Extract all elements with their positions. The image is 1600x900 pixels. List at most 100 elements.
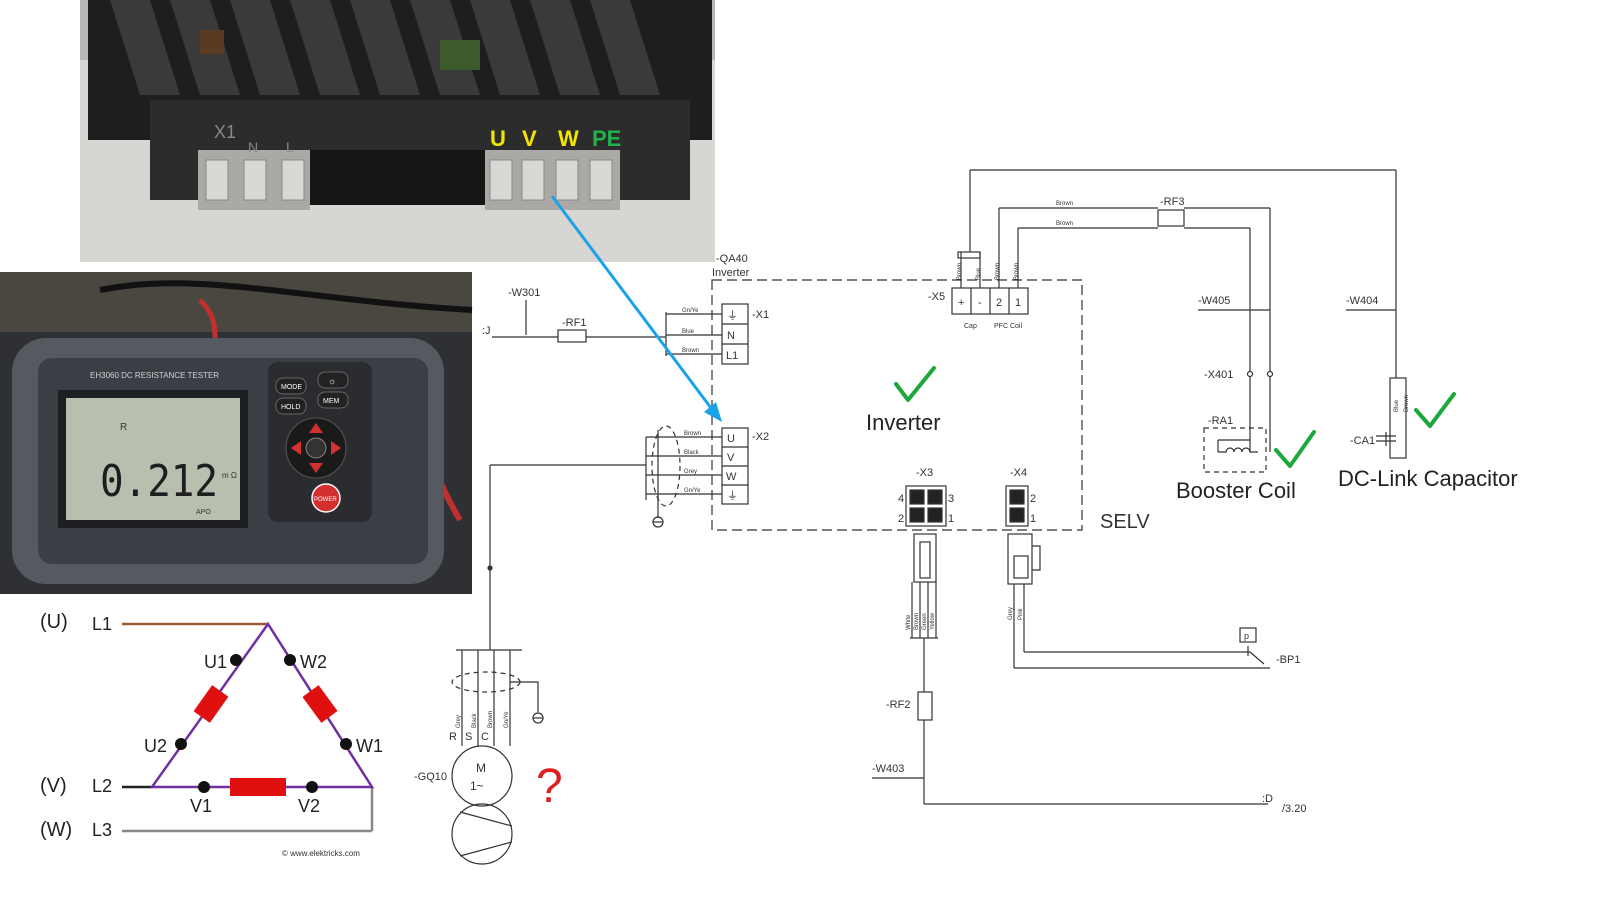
rf2-ferrite bbox=[917, 691, 933, 721]
ca1-body bbox=[1389, 377, 1407, 459]
node-u2-label: U2 bbox=[144, 736, 167, 756]
bp1-label: -BP1 bbox=[1276, 654, 1300, 666]
compressor-symbol bbox=[451, 803, 513, 865]
bp1-pressure-box bbox=[1239, 627, 1257, 643]
meter-mode-key[interactable]: MODE bbox=[275, 377, 307, 395]
x5-wire-brown2: Brown bbox=[995, 263, 1001, 280]
x5-sub-pfc: PFC Coil bbox=[994, 323, 1022, 330]
inverter-annotation: Inverter bbox=[866, 410, 941, 435]
x1-connector bbox=[721, 303, 749, 365]
x1-pin-pe: ⏚ bbox=[727, 309, 738, 322]
motor-m: M bbox=[476, 761, 486, 775]
x3-pin-4: 4 bbox=[898, 493, 904, 505]
phase-label-v: V bbox=[522, 126, 537, 151]
meter-lcd bbox=[66, 398, 240, 520]
coil-w bbox=[302, 685, 338, 723]
x2-wire-black: Black bbox=[684, 450, 700, 456]
ra1-label: -RA1 bbox=[1208, 415, 1233, 427]
node-w2-label: W2 bbox=[300, 652, 327, 672]
motor-1phase: 1~ bbox=[470, 779, 484, 793]
meter-photo: EH3060 DC RESISTANCE TESTER R 0.212 m Ω … bbox=[0, 272, 473, 594]
x3-wire-white: White bbox=[906, 614, 912, 630]
motor-wire-black: Black bbox=[472, 712, 478, 728]
x5-label: -X5 bbox=[928, 291, 945, 303]
x2-pin-u: U bbox=[727, 433, 735, 445]
rf1-ferrite bbox=[557, 329, 587, 343]
motor-question-mark: ? bbox=[536, 760, 563, 813]
delta-phase-w: (W) bbox=[40, 819, 72, 841]
rf3-wire-1: Brown bbox=[1056, 201, 1073, 207]
x5-wire-blue: Blue bbox=[976, 267, 982, 280]
node-w2 bbox=[284, 654, 296, 666]
schematic: -QA40 Inverter -W301 :J -RF1 Gn/Ye Blue … bbox=[414, 169, 1410, 865]
dclink-annotation: DC-Link Capacitor bbox=[1338, 466, 1518, 491]
meter-hold-key[interactable]: HOLD bbox=[275, 397, 307, 415]
motor-pin-r: R bbox=[449, 731, 457, 743]
phase-label-u: U bbox=[490, 126, 506, 151]
x2-pin-w: W bbox=[726, 471, 737, 483]
rf3-wire-2: Brown bbox=[1056, 221, 1073, 227]
ra1-coil-symbol bbox=[1218, 447, 1258, 453]
meter-direction-pad[interactable] bbox=[285, 417, 347, 479]
motor-wire-brown: Brown bbox=[488, 711, 494, 728]
x4-pin-1: 1 bbox=[1030, 513, 1036, 525]
l-photo-label: L bbox=[286, 139, 294, 155]
x1-wire-brown: Brown bbox=[682, 348, 699, 354]
node-u1 bbox=[230, 654, 242, 666]
inverter-title-2: Inverter bbox=[712, 267, 750, 279]
x2-wire-brown: Brown bbox=[684, 431, 701, 437]
selv-label: SELV bbox=[1100, 511, 1150, 533]
meter-mode-key-label: MODE bbox=[281, 384, 302, 391]
x2-label: -X2 bbox=[752, 431, 769, 443]
node-v1 bbox=[198, 781, 210, 793]
meter-model: EH3060 DC RESISTANCE TESTER bbox=[90, 371, 219, 380]
ground-symbol-motor bbox=[532, 712, 544, 724]
x5-pin-1: 1 bbox=[1015, 297, 1021, 309]
x401-label: -X401 bbox=[1204, 369, 1233, 381]
ground-symbol-x2 bbox=[652, 516, 664, 528]
meter-power-button[interactable]: POWER bbox=[311, 483, 341, 513]
x5-wire-brown3: Brown bbox=[1014, 263, 1020, 280]
w301-label: -W301 bbox=[508, 287, 540, 299]
booster-annotation: Booster Coil bbox=[1176, 478, 1296, 503]
node-v1-label: V1 bbox=[190, 796, 212, 816]
ref-d-label: :D bbox=[1262, 793, 1273, 805]
meter-light-key[interactable]: ☼ bbox=[317, 371, 349, 389]
x3-pin-2: 2 bbox=[898, 513, 904, 525]
x3-pin-1: 1 bbox=[948, 513, 954, 525]
x4-wire-pink: Pink bbox=[1018, 607, 1024, 620]
x5-sub-cap: Cap bbox=[964, 323, 977, 330]
coil-v bbox=[230, 778, 286, 796]
meter-reading: 0.212 bbox=[100, 456, 218, 507]
annotations: Inverter Booster Coil DC-Link Capacitor … bbox=[536, 366, 1518, 813]
x1-wire-blue: Blue bbox=[682, 329, 695, 335]
delta-line-l1: L1 bbox=[92, 614, 112, 634]
x5-wire-brown1: Brown bbox=[957, 263, 963, 280]
x2-pin-pe: ⏚ bbox=[727, 489, 738, 502]
w403-label: -W403 bbox=[872, 763, 904, 775]
motor-wire-gnye: Gn/Ye bbox=[504, 711, 510, 728]
node-u2 bbox=[175, 738, 187, 750]
rf1-label: -RF1 bbox=[562, 317, 586, 329]
n-photo-label: N bbox=[248, 139, 258, 155]
x4-connector bbox=[1005, 485, 1029, 527]
delta-phase-u: (U) bbox=[40, 611, 68, 633]
delta-credit: © www.elektricks.com bbox=[282, 849, 360, 858]
x3-wire-yellow: Yellow bbox=[930, 612, 936, 630]
x4-label: -X4 bbox=[1010, 467, 1027, 479]
inverter-boundary bbox=[711, 279, 1083, 531]
w404-label: -W404 bbox=[1346, 295, 1378, 307]
x2-pin-v: V bbox=[727, 452, 735, 464]
check-dclink-icon bbox=[1414, 392, 1456, 428]
node-v2-label: V2 bbox=[298, 796, 320, 816]
x1-label: -X1 bbox=[752, 309, 769, 321]
coil-u bbox=[193, 685, 229, 723]
node-w1 bbox=[340, 738, 352, 750]
meter-mem-key[interactable]: MEM bbox=[317, 391, 349, 409]
rf2-label: -RF2 bbox=[886, 699, 910, 711]
x5-pin-minus: - bbox=[978, 297, 982, 309]
ref-j-label: :J bbox=[482, 325, 491, 337]
connection-arrow bbox=[550, 195, 722, 422]
delta-diagram: (U) L1 (V) L2 (W) L3 U1 W2 U2 W1 V1 V2 ©… bbox=[40, 611, 383, 858]
